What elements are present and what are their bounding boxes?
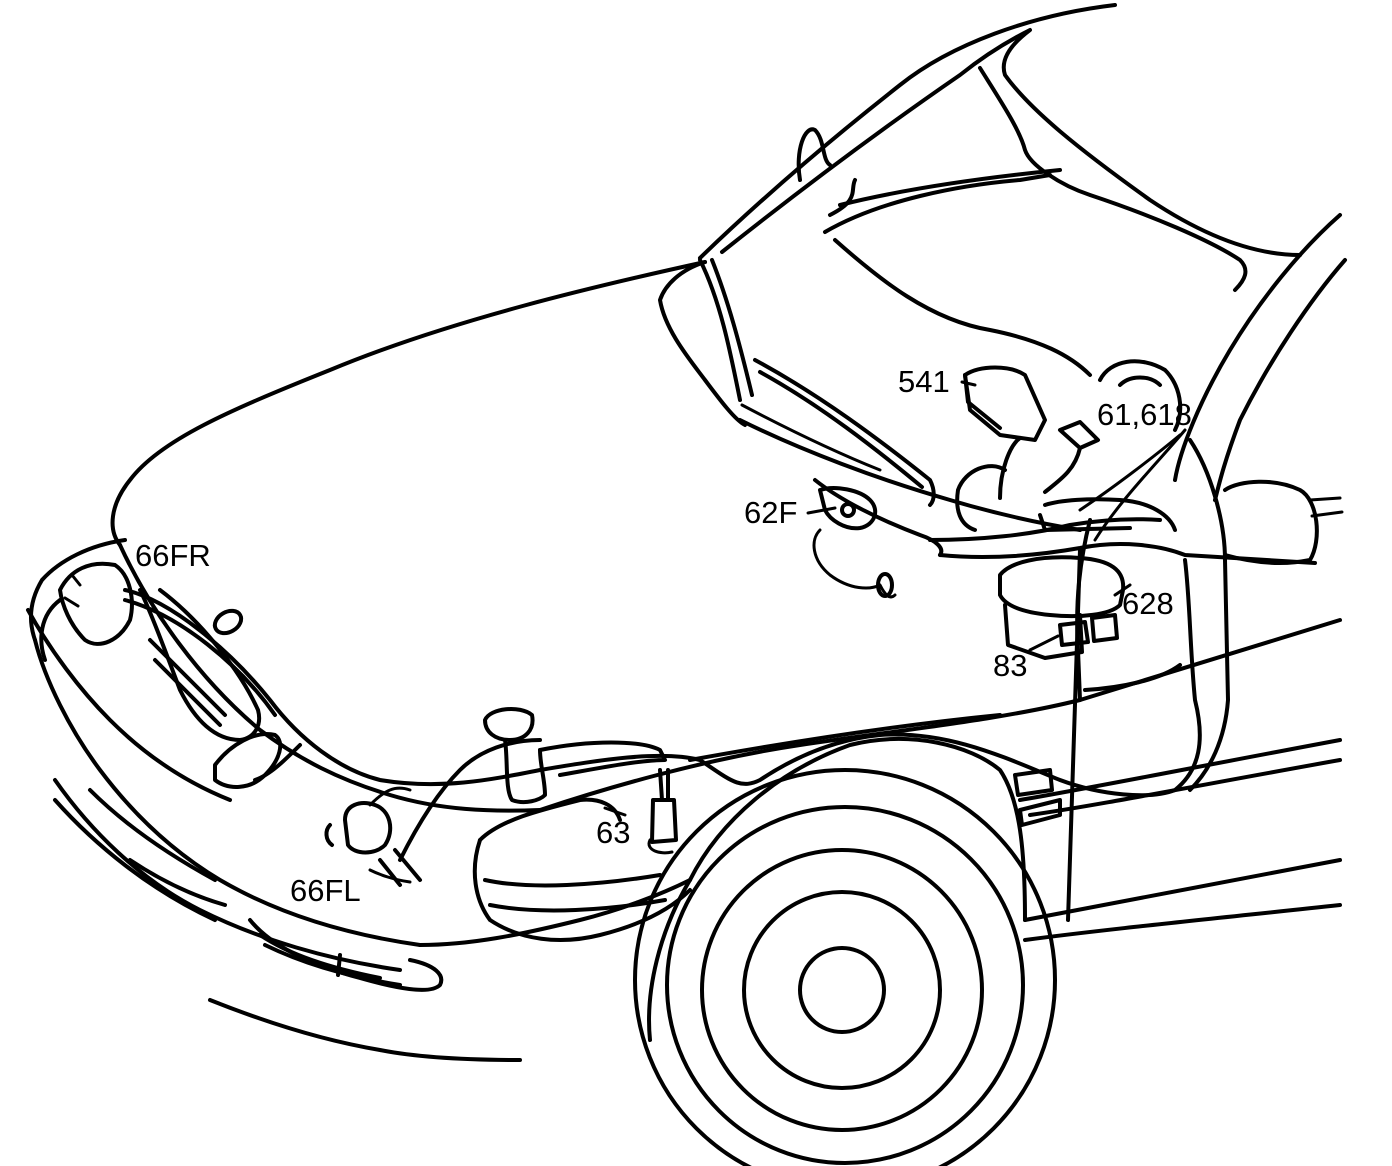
callout-66FL: 66FL xyxy=(290,873,361,908)
cowl-and-wipers xyxy=(738,358,1082,599)
windshield-and-roof xyxy=(698,3,1302,377)
wiring-harness xyxy=(123,436,1317,862)
washer-reservoir xyxy=(472,707,692,942)
fender-and-wheel xyxy=(418,618,1342,1166)
callout-61-618: 61,618 xyxy=(1097,397,1192,432)
front-fascia xyxy=(26,538,522,1062)
callout-labels: 541 61,618 62F 628 83 66FR 63 66FL xyxy=(135,364,1192,908)
callout-83: 83 xyxy=(993,648,1027,683)
callout-541: 541 xyxy=(898,364,950,399)
callout-628: 628 xyxy=(1122,586,1174,621)
callout-66FR: 66FR xyxy=(135,538,211,573)
leader-lines xyxy=(368,380,1187,884)
hood xyxy=(110,258,754,813)
control-unit-628-83 xyxy=(998,555,1126,660)
a-pillar-and-door xyxy=(1066,213,1347,922)
callout-62F: 62F xyxy=(744,495,797,530)
module-541 xyxy=(963,365,1100,494)
relay-box-61-618 xyxy=(1038,359,1183,532)
callout-63: 63 xyxy=(596,815,630,850)
